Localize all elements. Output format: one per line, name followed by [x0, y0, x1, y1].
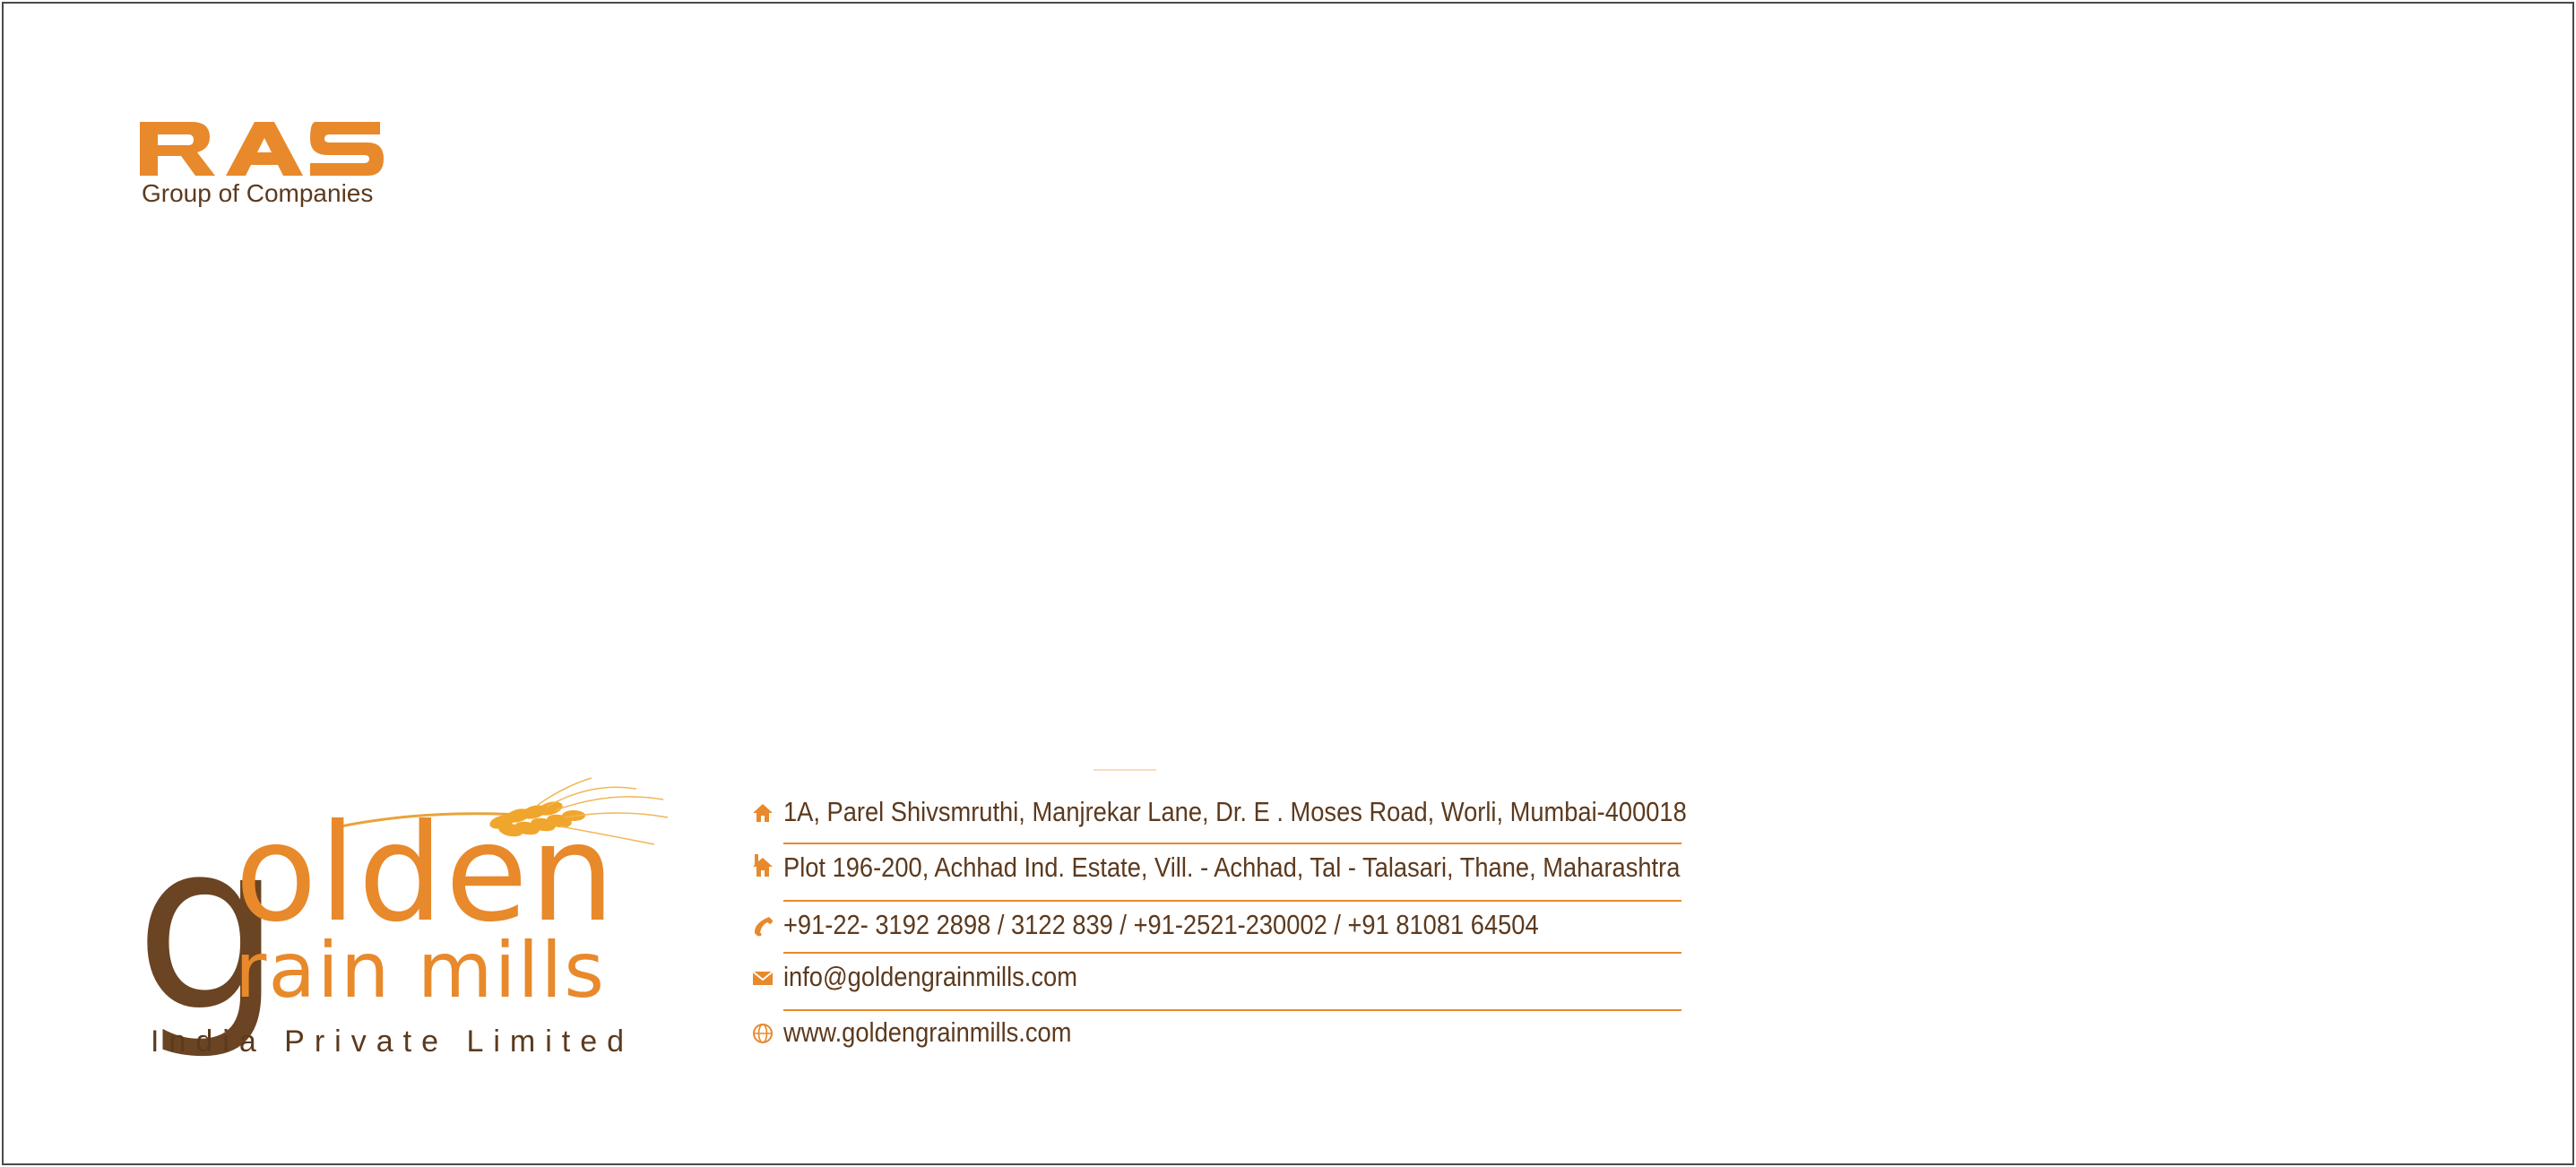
- decorative-hairline: [1094, 769, 1156, 771]
- wheat-icon: [340, 777, 669, 845]
- phone-numbers[interactable]: +91-22- 3192 2898 / 3122 839 / +91-2521-…: [783, 909, 1539, 940]
- address-row-2: Plot 196-200, Achhad Ind. Estate, Vill. …: [744, 851, 1694, 887]
- divider: [783, 1009, 1681, 1011]
- ras-logo: [140, 122, 384, 176]
- golden-grain-g-letter: g: [134, 792, 283, 1063]
- divider: [783, 843, 1681, 844]
- divider: [783, 900, 1681, 902]
- mail-icon: [752, 971, 774, 985]
- address-line-2: Plot 196-200, Achhad Ind. Estate, Vill. …: [783, 851, 1681, 883]
- email-row: info@goldengrainmills.com: [744, 961, 1694, 997]
- golden-grain-subtitle: India Private Limited: [151, 1024, 635, 1059]
- address-row-1: 1A, Parel Shivsmruthi, Manjrekar Lane, D…: [744, 796, 1694, 832]
- website-row: www.goldengrainmills.com: [744, 1016, 1694, 1052]
- divider: [783, 952, 1681, 954]
- golden-grain-word-olden: olden: [235, 796, 618, 952]
- globe-icon: [753, 1024, 773, 1043]
- address-line-1: 1A, Parel Shivsmruthi, Manjrekar Lane, D…: [783, 796, 1687, 827]
- phone-icon: [754, 917, 773, 937]
- golden-grain-word-rain-mills: rain mills: [235, 926, 607, 1016]
- phone-row: +91-22- 3192 2898 / 3122 839 / +91-2521-…: [744, 909, 1694, 945]
- home-icon: [753, 804, 773, 822]
- email-link[interactable]: info@goldengrainmills.com: [783, 961, 1077, 992]
- factory-icon: [753, 854, 773, 877]
- ras-tagline: Group of Companies: [142, 179, 374, 207]
- website-link[interactable]: www.goldengrainmills.com: [783, 1016, 1072, 1048]
